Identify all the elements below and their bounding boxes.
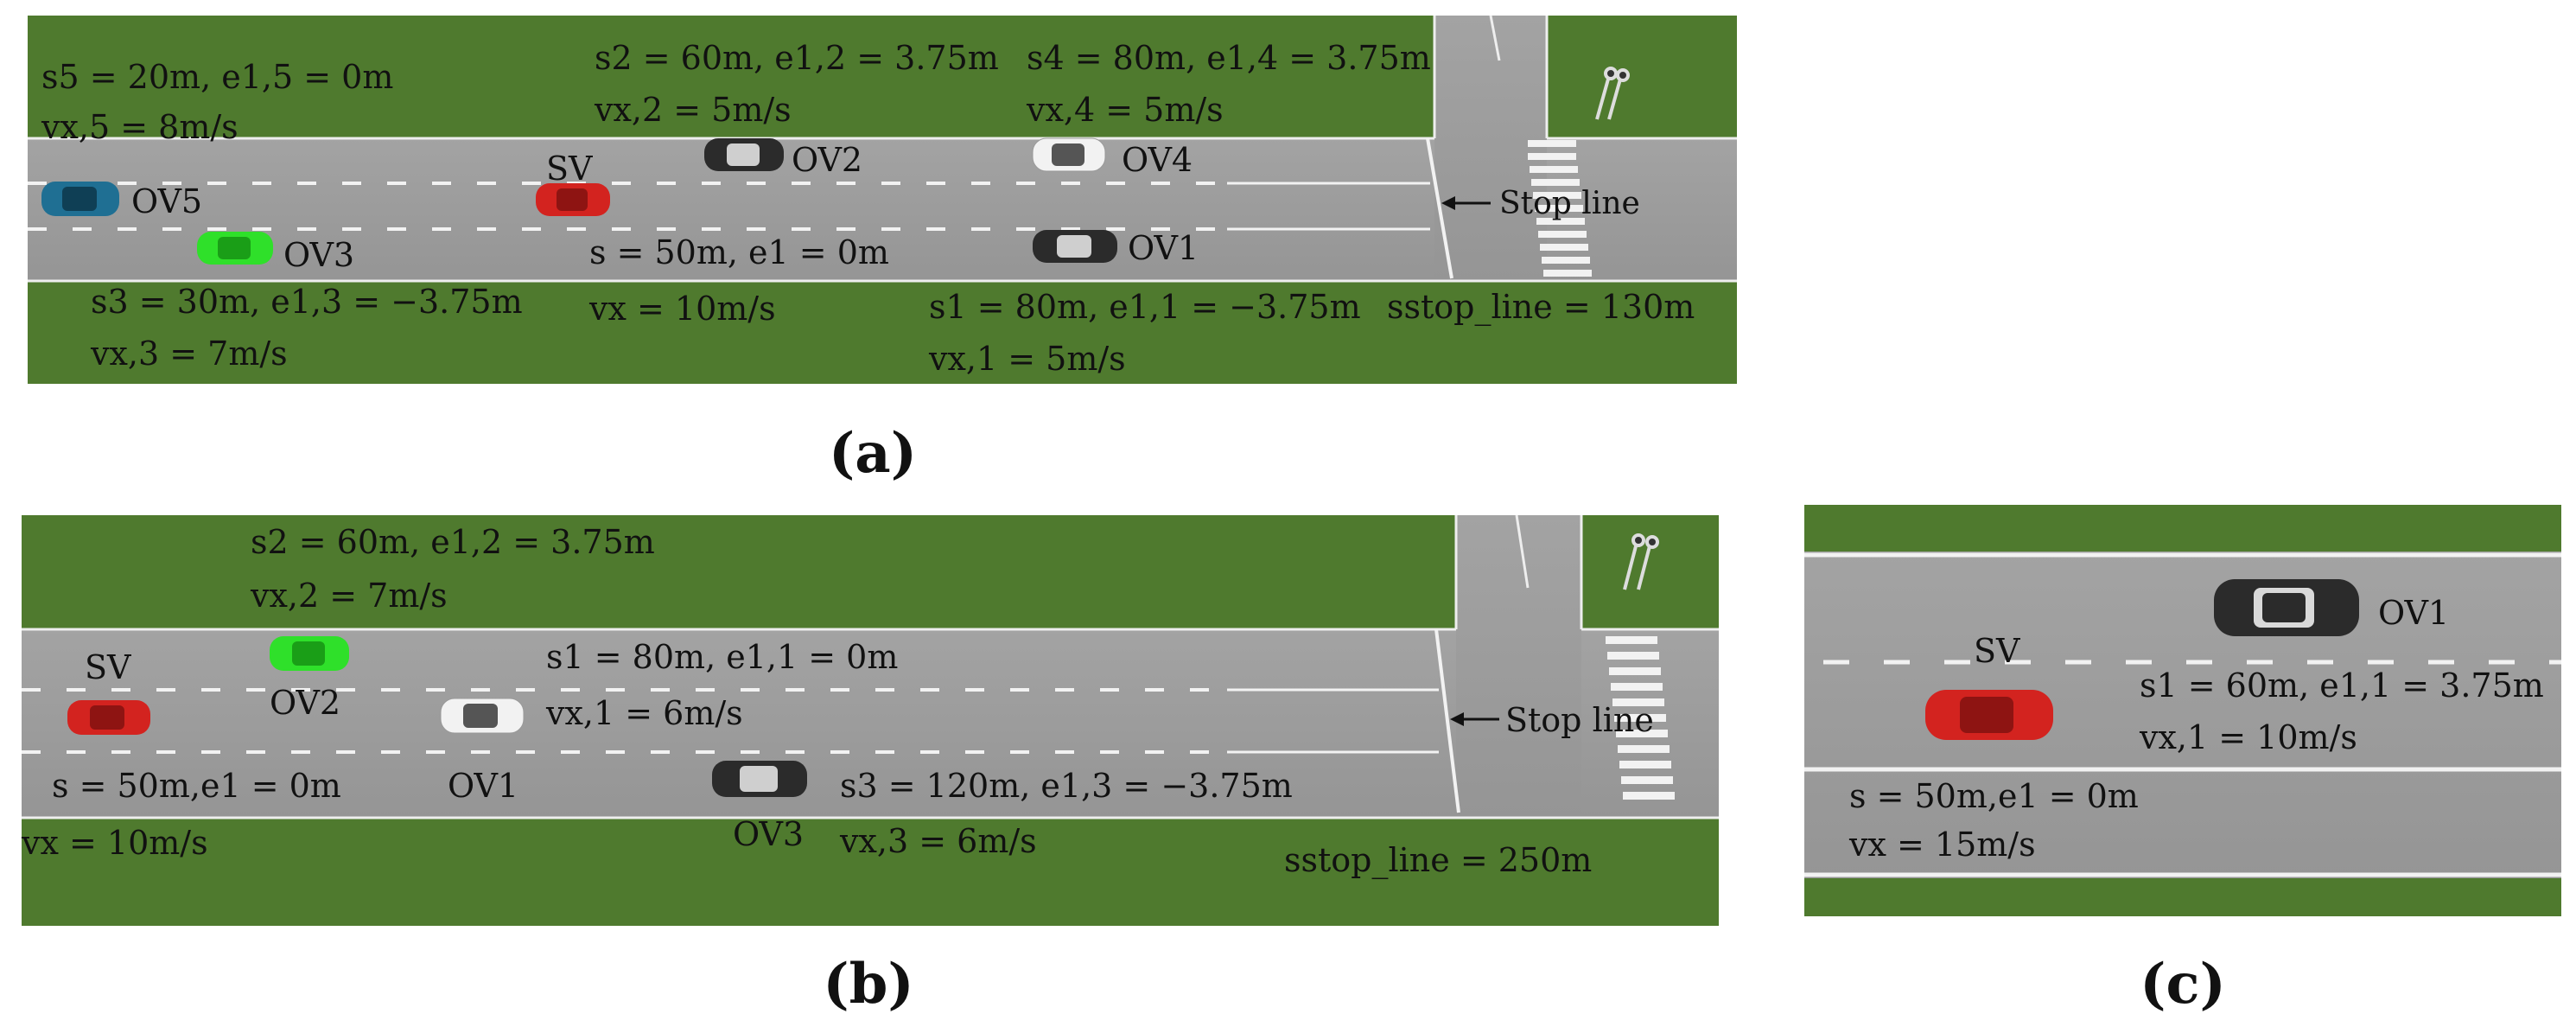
panel-b-stop-dist: sstop_line = 250m xyxy=(1284,841,1592,880)
panel-b-ov1-vel: vx,1 = 6m/s xyxy=(545,694,743,732)
panel-b-cross-center xyxy=(1515,514,1530,589)
panel-c-sv-vel: vx = 15m/s xyxy=(1848,826,2036,864)
panel-b-ov1-pos: s1 = 80m, e1,1 = 0m xyxy=(546,638,898,676)
panel-a-ov1-car xyxy=(1033,230,1117,263)
panel-a-ov3-car xyxy=(197,232,273,265)
panel-b-sv-car xyxy=(67,700,150,735)
panel-a-grass-corner xyxy=(1417,121,1434,138)
panel-b-stop-line-arrow-icon xyxy=(1450,712,1499,726)
panel-a-sv-car xyxy=(536,183,610,216)
panel-c-ov1-car xyxy=(2214,579,2359,636)
panel-a-cross-road xyxy=(1434,16,1547,281)
panel-b-ov2-vel: vx,2 = 7m/s xyxy=(250,577,448,615)
panel-a-ov4-label: OV4 xyxy=(1122,141,1193,179)
panel-a-ov3-pos: s3 = 30m, e1,3 = −3.75m xyxy=(91,283,523,321)
panel-a-cross-center xyxy=(1489,15,1501,61)
panel-b-ov3-pos: s3 = 120m, e1,3 = −3.75m xyxy=(840,767,1293,805)
panel-c: OV1 SV s1 = 60m, e1,1 = 3.75m vx,1 = 10m… xyxy=(1804,505,2561,1017)
panel-a-sv-label: SV xyxy=(546,150,593,188)
panel-b-sv-vel: vx = 10m/s xyxy=(21,824,208,862)
panel-a-ov1-pos: s1 = 80m, e1,1 = −3.75m xyxy=(929,288,1361,326)
panel-a-sv-vel: vx = 10m/s xyxy=(588,290,776,328)
traffic-light-icon xyxy=(1595,67,1630,120)
panel-a-ov3-label: OV3 xyxy=(283,236,354,274)
panel-b-ov3-vel: vx,3 = 6m/s xyxy=(839,822,1037,860)
panel-a-stop-line-arrow-icon xyxy=(1441,196,1491,210)
panel-a-caption: (a) xyxy=(829,421,917,486)
panel-a-ov2-pos: s2 = 60m, e1,2 = 3.75m xyxy=(595,39,999,77)
traffic-light-icon xyxy=(1623,533,1659,590)
panel-a-ov5-pos: s5 = 20m, e1,5 = 0m xyxy=(41,58,393,96)
panel-a-ov5-vel: vx,5 = 8m/s xyxy=(41,108,239,146)
panel-b-ov2-car xyxy=(270,636,349,671)
panel-a-ov4-car xyxy=(1032,137,1106,172)
panel-a-stop-line xyxy=(1426,137,1453,279)
panel-a-ov2-vel: vx,2 = 5m/s xyxy=(594,91,792,129)
panel-a-ov4-pos: s4 = 80m, e1,4 = 3.75m xyxy=(1027,39,1431,77)
panel-a-ov1-label: OV1 xyxy=(1128,229,1199,267)
panel-b-stop-line-label: Stop line xyxy=(1505,701,1654,739)
panel-a-ov1-vel: vx,1 = 5m/s xyxy=(928,340,1126,378)
panel-a-ov4-vel: vx,4 = 5m/s xyxy=(1026,91,1224,129)
panel-c-sv-label: SV xyxy=(1974,632,2020,670)
panel-c-ov1-label: OV1 xyxy=(2378,594,2449,632)
panel-b-crosswalk xyxy=(1606,636,1675,800)
panel-c-sv-pos: s = 50m,e1 = 0m xyxy=(1849,777,2139,815)
panel-a-stop-line-label: Stop line xyxy=(1499,186,1640,221)
panel-a-ov5-car xyxy=(41,182,119,216)
panel-b-ov3-car xyxy=(712,761,807,797)
panel-a-ov3-vel: vx,3 = 7m/s xyxy=(90,335,288,373)
panel-c-ov1-pos: s1 = 60m, e1,1 = 3.75m xyxy=(2140,666,2544,705)
panel-b: Stop line SV OV2 OV1 OV3 s2 = 60m, e1,2 … xyxy=(21,514,1719,1017)
panel-a-stop-dist: sstop_line = 130m xyxy=(1387,288,1695,327)
panel-b-ov1-car xyxy=(440,698,525,734)
panel-a-sv-pos: s = 50m, e1 = 0m xyxy=(589,233,889,271)
panel-a: Stop line OV5 OV3 SV OV2 OV4 xyxy=(28,15,1737,486)
panel-c-caption: (c) xyxy=(2140,952,2226,1017)
panel-a-ov2-car xyxy=(704,138,784,171)
panel-b-ov3-label: OV3 xyxy=(733,815,804,853)
panel-c-sv-car xyxy=(1925,690,2053,740)
panel-b-caption: (b) xyxy=(823,952,913,1017)
panel-b-ov1-label: OV1 xyxy=(448,767,518,805)
panel-b-stop-line xyxy=(1434,628,1460,813)
panel-c-ov1-vel: vx,1 = 10m/s xyxy=(2139,718,2357,756)
panel-b-ov2-pos: s2 = 60m, e1,2 = 3.75m xyxy=(251,523,655,561)
panel-b-sv-pos: s = 50m,e1 = 0m xyxy=(52,767,341,805)
panel-a-ov5-label: OV5 xyxy=(131,182,202,220)
panel-b-sv-label: SV xyxy=(85,648,131,686)
panel-a-ov2-label: OV2 xyxy=(792,141,862,179)
panel-b-cross-road xyxy=(1456,515,1581,818)
panel-b-ov2-label: OV2 xyxy=(270,684,340,722)
panel-a-crosswalk xyxy=(1528,140,1592,277)
